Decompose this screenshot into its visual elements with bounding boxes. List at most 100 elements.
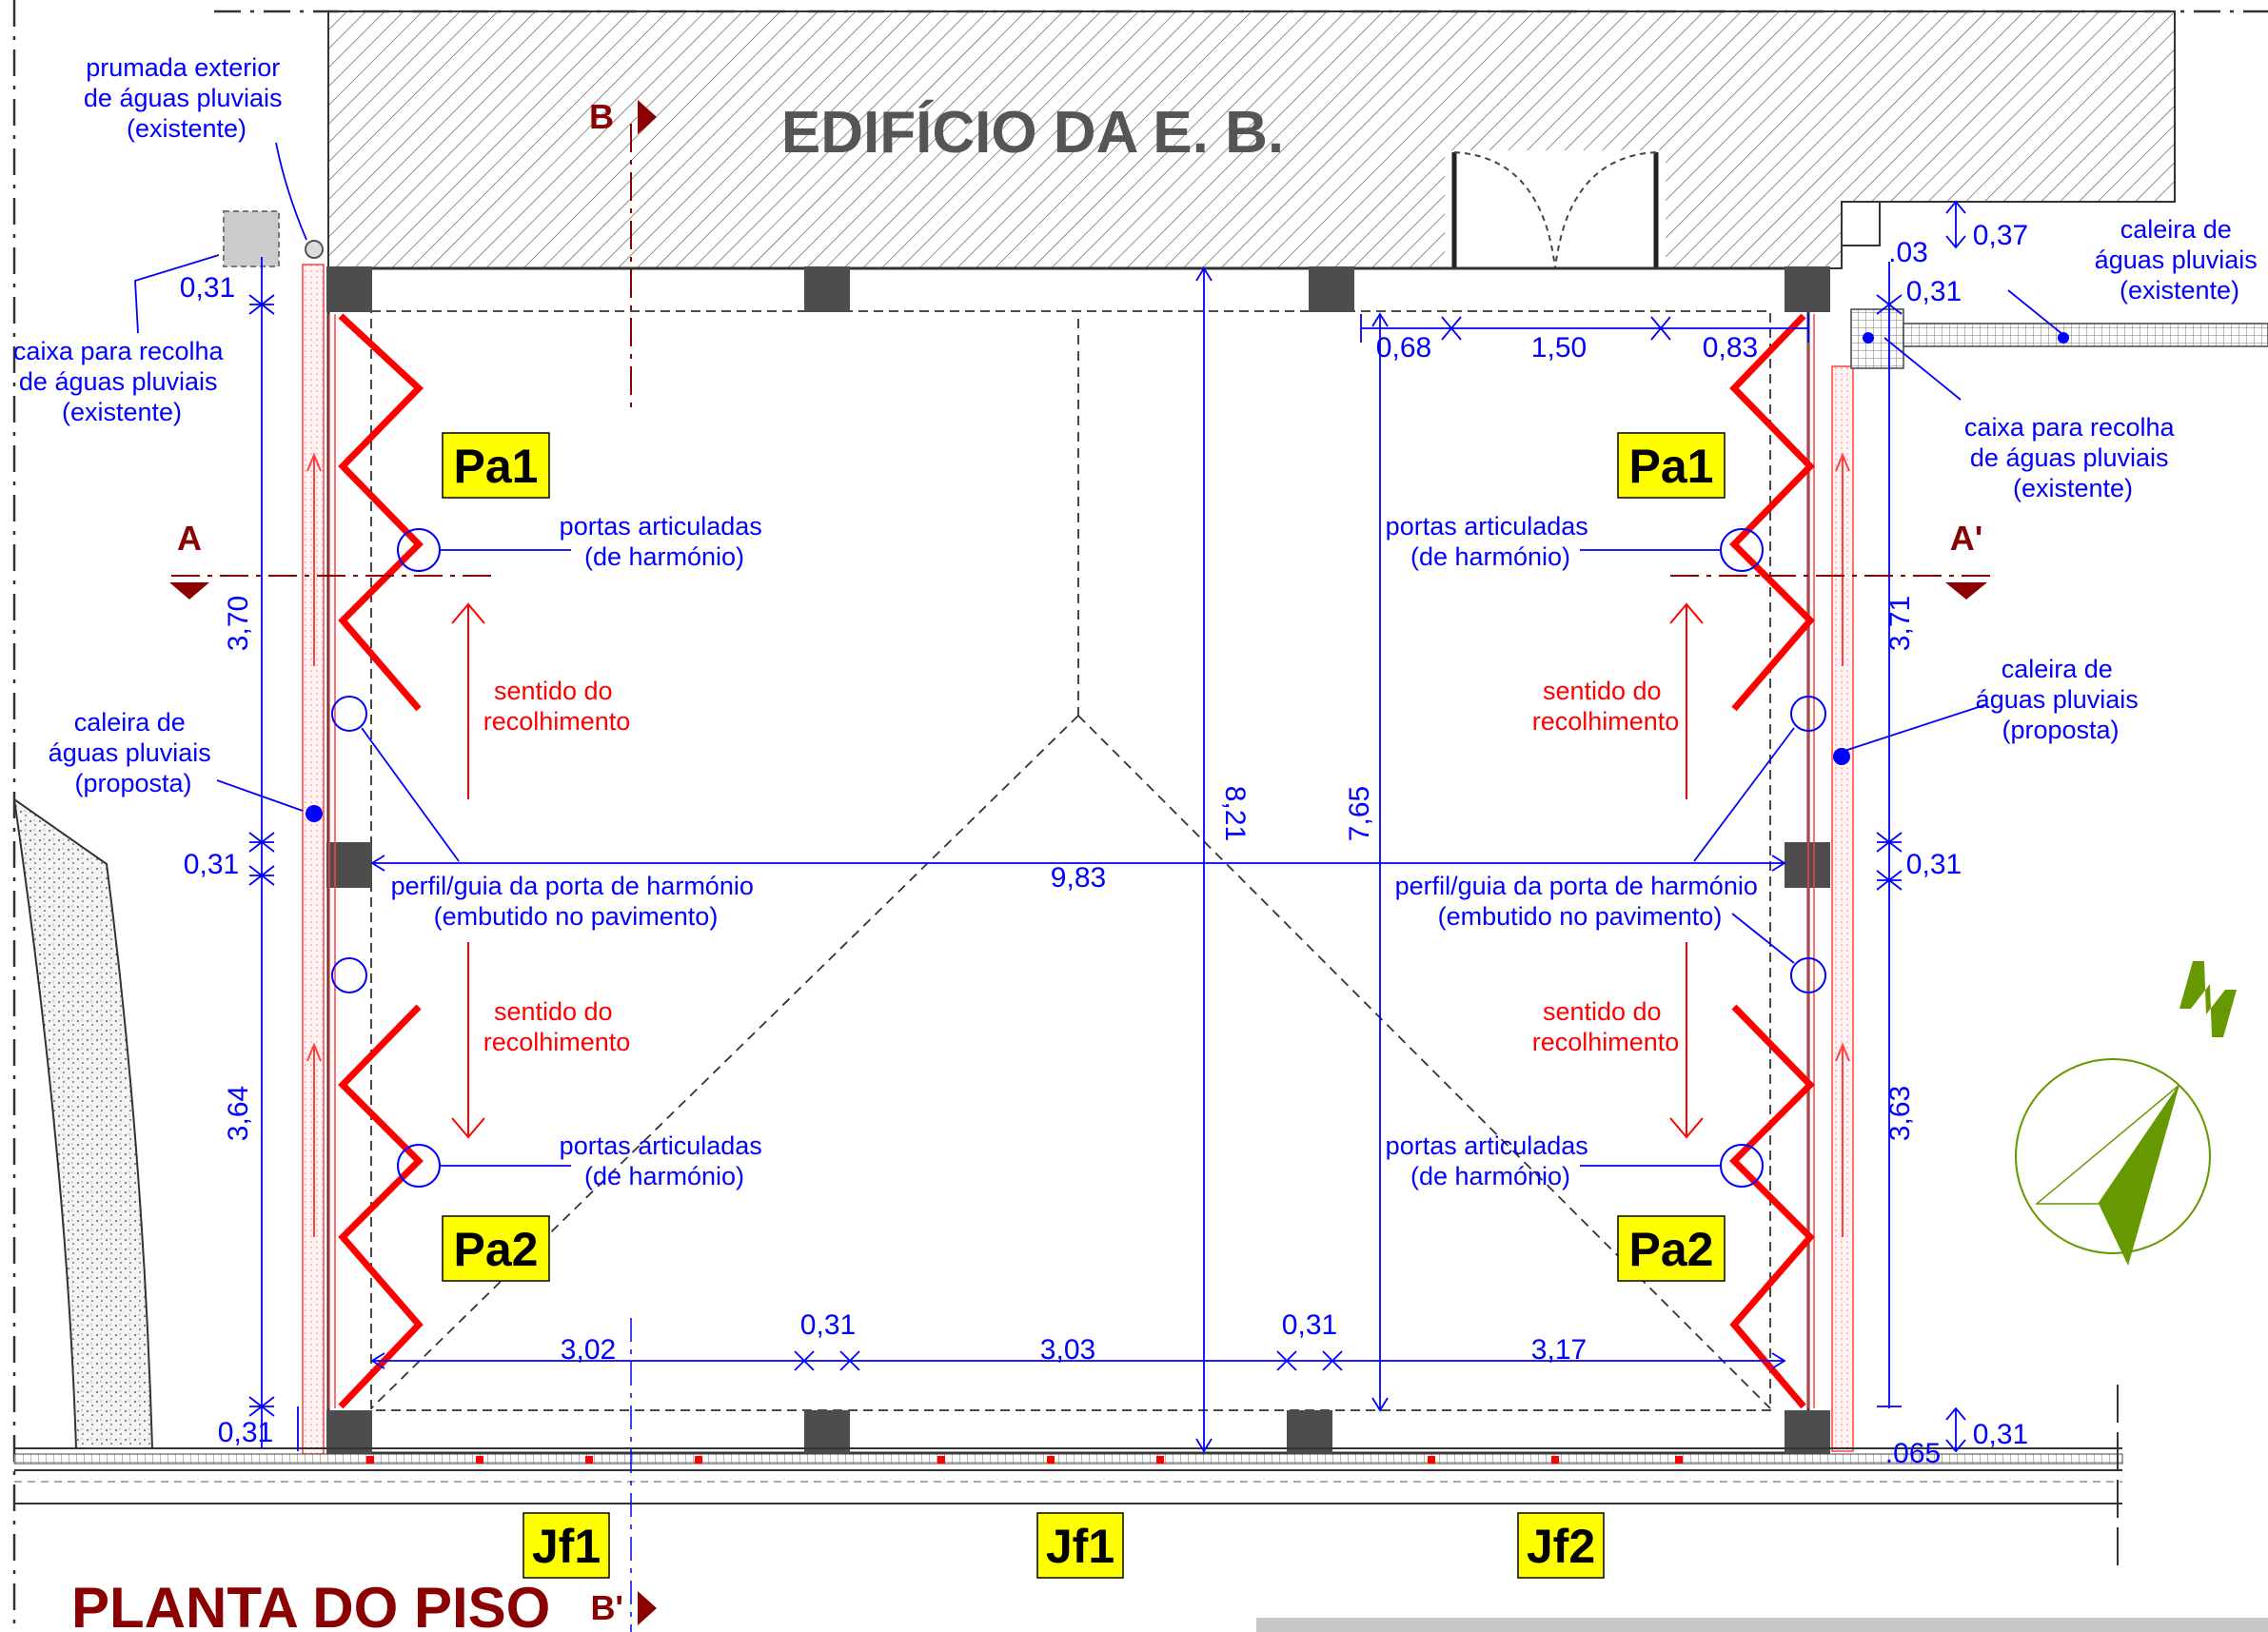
annotation-line: (embutido no pavimento) [1438, 902, 1723, 931]
annotation-line: de águas pluviais [19, 367, 218, 396]
tags [442, 432, 1726, 1579]
annotation-line: (embutido no pavimento) [434, 902, 719, 931]
annotation-line: portas articuladas [1386, 1131, 1588, 1160]
annotation-line: águas pluviais [49, 738, 211, 767]
direction-annotation-br: sentido do recolhimento [1532, 997, 1680, 1056]
annotation-line: portas articuladas [560, 1131, 762, 1160]
dim-303: 3,03 [1040, 1334, 1095, 1366]
tag-jf1-mid: Jf1 [1046, 1520, 1114, 1573]
annotation-line: perfil/guia da porta de harmónio [1395, 872, 1758, 900]
gutter-left-annotation: caleira de águas pluviais (proposta) [49, 708, 219, 797]
dim-031-mid-left: 0,31 [184, 849, 239, 880]
section-label-b: B [589, 97, 614, 136]
annotation-line: de águas pluviais [1970, 443, 2169, 472]
annotation-line: portas articuladas [1386, 512, 1588, 541]
tag-box [1036, 1512, 1124, 1579]
section-label-a: A [177, 519, 202, 558]
floor-structure [326, 266, 1810, 1455]
tag-box [1617, 1215, 1726, 1282]
title-block-bar [1256, 1618, 2268, 1632]
annotation-line: (de harmónio) [1410, 542, 1570, 571]
door-pivot-circles [331, 528, 1826, 1188]
dim-068: 0,68 [1376, 332, 1431, 364]
tag-jf2: Jf2 [1527, 1520, 1595, 1573]
tag-box [1617, 432, 1726, 499]
dim-302: 3,02 [561, 1334, 616, 1366]
tag-box [1517, 1512, 1605, 1579]
tag-pa1-right: Pa1 [1629, 440, 1714, 493]
annotation-line: sentido do [494, 997, 613, 1026]
annotation-line: caleira de [2120, 215, 2232, 244]
north-arrow-icon [2179, 961, 2237, 1037]
dim-364: 3,64 [223, 1086, 254, 1141]
annotation-line: (existente) [62, 398, 182, 426]
compass-rose-icon [2015, 1058, 2211, 1266]
proposed-gutters [302, 264, 1854, 1455]
existing-gutter [1850, 308, 2268, 369]
tag-box [442, 432, 550, 499]
direction-annotation-tr: sentido do recolhimento [1532, 677, 1680, 736]
dim-031-top-left: 0,31 [180, 272, 235, 304]
annotation-line: sentido do [494, 677, 613, 705]
leader-lines [134, 142, 2064, 1167]
dim-031-top-right: 0,31 [1906, 276, 1962, 307]
dim-150: 1,50 [1531, 332, 1587, 364]
accordion-doors [338, 313, 1815, 1409]
dim-031-bottom-right: 0,31 [1973, 1419, 2028, 1450]
gravel-area [12, 796, 154, 1449]
section-label-a-prime: A' [1950, 519, 1983, 558]
annotation-line: caleira de [2002, 655, 2113, 683]
dim-370: 3,70 [223, 596, 254, 651]
dim-031-bottom-2: 0,31 [1282, 1309, 1337, 1341]
box-right-annotation: caixa para recolha de águas pluviais (ex… [1964, 413, 2181, 502]
doors-annotation-bottom-left: portas articuladas (de harmónio) [560, 1131, 770, 1190]
annotation-line: (existente) [2013, 474, 2133, 502]
facade-strips [13, 1385, 2123, 1570]
annotation-line: águas pluviais [2095, 246, 2258, 274]
roof-ridge-lines [370, 319, 1771, 1409]
dim-371: 3,71 [1884, 596, 1916, 651]
columns [326, 266, 1830, 1456]
annotation-line: (existente) [127, 114, 247, 143]
annotation-line: recolhimento [1532, 1028, 1680, 1056]
annotation-line: sentido do [1543, 677, 1662, 705]
annotation-line: de águas pluviais [84, 84, 283, 112]
doors-annotation-bottom-right: portas articuladas (de harmónio) [1386, 1131, 1596, 1190]
dim-083: 0,83 [1703, 332, 1758, 364]
dim-031-bottom-1: 0,31 [800, 1309, 856, 1341]
tag-box [523, 1512, 610, 1579]
dim-821: 8,21 [1219, 786, 1251, 841]
tag-pa2-right: Pa2 [1629, 1223, 1714, 1276]
annotation-line: recolhimento [483, 1028, 631, 1056]
doors-annotation-top-left: portas articuladas (de harmónio) [560, 512, 770, 571]
annotation-line: (de harmónio) [584, 1162, 744, 1190]
section-lines [171, 124, 1994, 577]
gutter-right-annotation: caleira de águas pluviais (proposta) [1976, 655, 2146, 744]
existing-building [327, 10, 2176, 269]
section-label-b-prime: B' [590, 1588, 623, 1627]
annotation-line: recolhimento [483, 707, 631, 736]
dim-317: 3,17 [1531, 1334, 1587, 1366]
annotation-line: (de harmónio) [1410, 1162, 1570, 1190]
annotation-line: caixa para recolha [1964, 413, 2176, 442]
annotation-line: caleira de [74, 708, 186, 737]
direction-annotation-bl: sentido do recolhimento [483, 997, 631, 1056]
guide-annotation-left: perfil/guia da porta de harmónio (embuti… [391, 872, 761, 931]
annotation-line: (proposta) [74, 769, 191, 797]
tag-pa2-left: Pa2 [454, 1223, 539, 1276]
dimension-lines [248, 200, 1966, 1453]
gutter-existing-annotation: caleira de águas pluviais (existente) [2095, 215, 2265, 305]
dim-037: 0,37 [1973, 220, 2028, 251]
annotation-line: recolhimento [1532, 707, 1680, 736]
annotation-line: águas pluviais [1976, 685, 2139, 714]
dim-363: 3,63 [1884, 1086, 1916, 1141]
plan-title: PLANTA DO PISO [71, 1576, 550, 1632]
annotation-line: (proposta) [2002, 716, 2119, 744]
dim-003: .03 [1888, 237, 1928, 268]
annotation-line: caixa para recolha [13, 337, 225, 365]
annotation-line: (existente) [2120, 276, 2239, 305]
annotation-line: sentido do [1543, 997, 1662, 1026]
building-title: EDIFÍCIO DA E. B. [781, 100, 1284, 166]
direction-annotation-tl: sentido do recolhimento [483, 677, 631, 736]
